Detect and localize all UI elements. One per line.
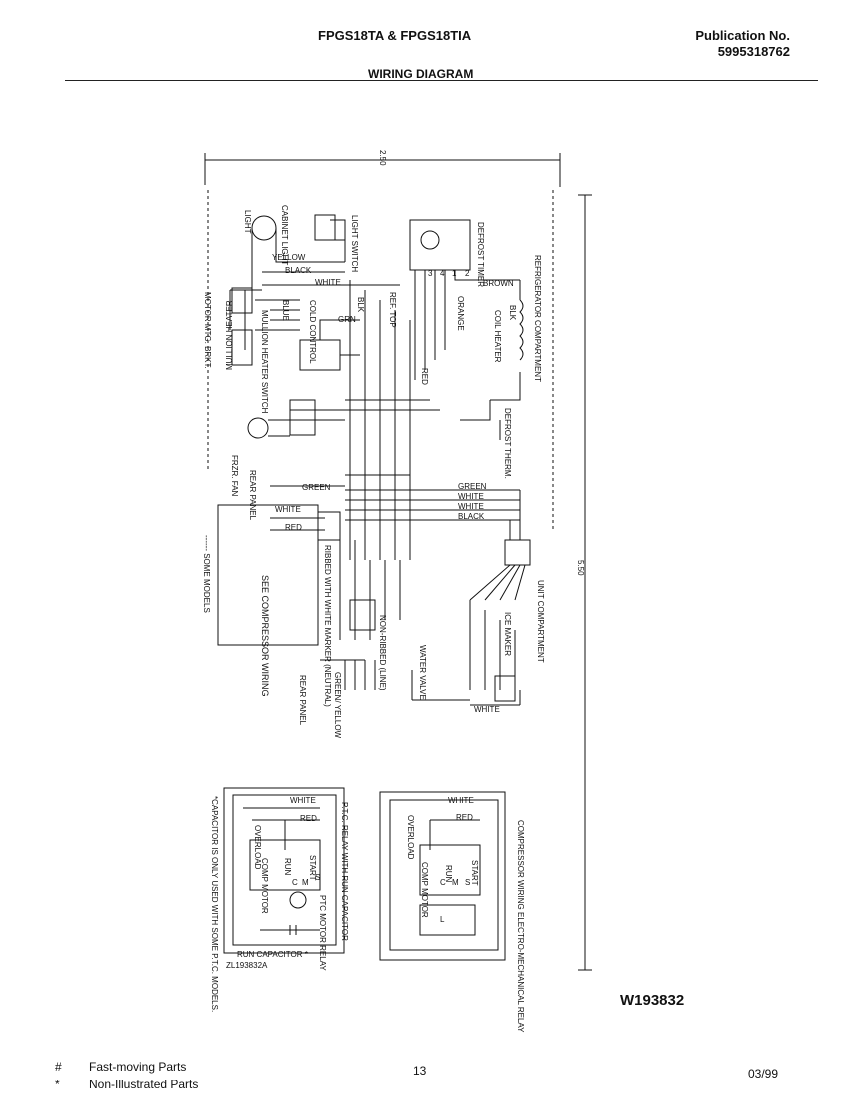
- light-switch-label: LIGHT SWITCH: [350, 215, 359, 272]
- ptc-red: RED: [300, 814, 317, 823]
- em-start: START: [470, 860, 479, 886]
- timer-terminal-3: 3: [428, 269, 433, 278]
- rear-panel-2-label: REAR PANEL: [298, 675, 307, 726]
- wire-grn: GRN: [338, 315, 356, 324]
- em-overload: OVERLOAD: [406, 815, 415, 860]
- non-ribbed-label: NON-RIBBED (LINE): [378, 615, 387, 691]
- non-illustrated-symbol: *: [55, 1080, 60, 1091]
- fast-moving-symbol: #: [55, 1060, 62, 1074]
- wire-white-4: WHITE: [275, 505, 301, 514]
- wire-white-3: WHITE: [458, 502, 484, 511]
- ptc-footnote: *CAPACITOR IS ONLY USED WITH SOME P.T.C.…: [210, 796, 219, 1012]
- mullion-heater-switch-label: MULLION HEATER SWITCH: [260, 310, 269, 414]
- ptc-white: WHITE: [290, 796, 316, 805]
- ref-top-label: REF. TOP: [388, 292, 397, 328]
- ice-maker-label: ICE MAKER: [503, 612, 512, 656]
- page-number: 13: [413, 1064, 427, 1078]
- wire-orange: ORANGE: [456, 296, 465, 331]
- em-m: M: [452, 878, 459, 887]
- defrost-timer-label: DEFROST TIMER: [476, 222, 485, 287]
- ptc-part-number: ZL193832A: [226, 961, 268, 970]
- wire-black-2: BLACK: [458, 512, 485, 521]
- model-number: FPGS18TA & FPGS18TIA: [318, 28, 472, 43]
- wire-blue: BLUE: [281, 300, 290, 321]
- diagram-number: W193832: [620, 992, 685, 1009]
- em-s: S: [465, 878, 470, 887]
- wire-color-labels: YELLOW BLACK WHITE BROWN GREEN GREEN WHI…: [272, 253, 517, 714]
- em-c: C: [440, 878, 446, 887]
- publication-date: 03/99: [748, 1067, 779, 1081]
- timer-terminal-4: 4: [440, 269, 445, 278]
- cabinet-light-label: CABINET LIGHT: [280, 205, 289, 265]
- dim-width-label: 2.50: [378, 150, 387, 166]
- timer-terminals: 3 4 1 2: [428, 269, 470, 278]
- ptc-motor-relay: PTC MOTOR RELAY: [318, 895, 327, 971]
- ptc-s: S: [315, 873, 320, 882]
- electro-mechanical-relay-box: COMPRESSOR WIRING ELECTRO-MECHANICAL REL…: [406, 796, 525, 1033]
- diagram-labels: 2.50 5.50 LIGHT CABINET LIGHT LIGHT SWIT…: [202, 150, 585, 739]
- wire-white-2: WHITE: [458, 492, 484, 501]
- wire-yellow: YELLOW: [272, 253, 306, 262]
- footer-legend-clipped: * Non-Illustrated Parts: [40, 1080, 300, 1100]
- page-title: WIRING DIAGRAM: [368, 67, 474, 81]
- light-label: LIGHT: [243, 210, 252, 234]
- ptc-run: RUN: [283, 858, 292, 876]
- refrigerator-compartment-label: REFRIGERATOR COMPARTMENT: [533, 255, 542, 382]
- wire-brown: BROWN: [483, 279, 514, 288]
- em-red: RED: [456, 813, 473, 822]
- em-l: L: [440, 915, 445, 924]
- see-compressor-wiring-label: SEE COMPRESSOR WIRING: [260, 575, 270, 697]
- wire-white-5: WHITE: [474, 705, 500, 714]
- publication-number: Publication No. 5995318762: [695, 28, 790, 60]
- ribbed-marker-label: RIBBED WITH WHITE MARKER (NEUTRAL): [323, 545, 332, 707]
- unit-compartment-label: UNIT COMPARTMENT: [536, 580, 545, 663]
- wire-green-2: GREEN: [458, 482, 487, 491]
- wire-white: WHITE: [315, 278, 341, 287]
- ptc-relay-box: P.T.C. RELAY WITH RUN CAPACITOR WHITE RE…: [210, 796, 349, 1012]
- wire-red: RED: [285, 523, 302, 532]
- ptc-overload: OVERLOAD: [253, 825, 262, 870]
- cold-control-label: COLD CONTROL: [308, 300, 317, 364]
- water-valve-label: WATER VALVE: [418, 645, 427, 700]
- em-run: RUN: [444, 865, 453, 883]
- wire-green: GREEN: [302, 483, 331, 492]
- dim-height-label: 5.50: [576, 560, 585, 576]
- publication-value: 5995318762: [717, 44, 790, 59]
- motor-bracket-label: MOTOR MTG. BRKT.: [203, 292, 212, 369]
- timer-terminal-1: 1: [452, 269, 457, 278]
- em-box-title: COMPRESSOR WIRING ELECTRO-MECHANICAL REL…: [516, 820, 525, 1033]
- mullion-heater-label: MULLION HEATER: [225, 300, 234, 370]
- wire-blk: BLK: [356, 297, 365, 313]
- ptc-run-capacitor: RUN CAPACITOR *: [237, 950, 308, 959]
- defrost-therm-label: DEFROST THERM.: [503, 408, 512, 479]
- green-yellow-label: GREEN/ YELLOW: [333, 672, 342, 739]
- ptc-start: START: [308, 855, 317, 881]
- rear-panel-label: REAR PANEL: [248, 470, 257, 521]
- wire-blk-2: BLK: [508, 305, 517, 321]
- ptc-box-title: P.T.C. RELAY WITH RUN CAPACITOR: [340, 802, 349, 941]
- ptc-c: C: [292, 878, 298, 887]
- fast-moving-label: Fast-moving Parts: [89, 1060, 187, 1074]
- non-illustrated-label: Non-Illustrated Parts: [89, 1080, 199, 1091]
- timer-terminal-2: 2: [465, 269, 470, 278]
- some-models-label: ------ SOME MODELS: [202, 535, 211, 613]
- publication-label: Publication No.: [695, 28, 790, 43]
- frzr-fan-label: FRZR. FAN: [230, 455, 239, 497]
- wire-black: BLACK: [285, 266, 312, 275]
- ptc-comp-motor: COMP MOTOR: [260, 858, 269, 914]
- wire-red-2: RED: [420, 368, 429, 385]
- footer-legend: # Fast-moving Parts: [55, 1060, 186, 1074]
- ptc-m: M: [302, 878, 309, 887]
- header-rule: [65, 80, 818, 81]
- coil-heater-label: COIL HEATER: [493, 310, 502, 363]
- em-white: WHITE: [448, 796, 474, 805]
- em-comp-motor: COMP MOTOR: [420, 862, 429, 918]
